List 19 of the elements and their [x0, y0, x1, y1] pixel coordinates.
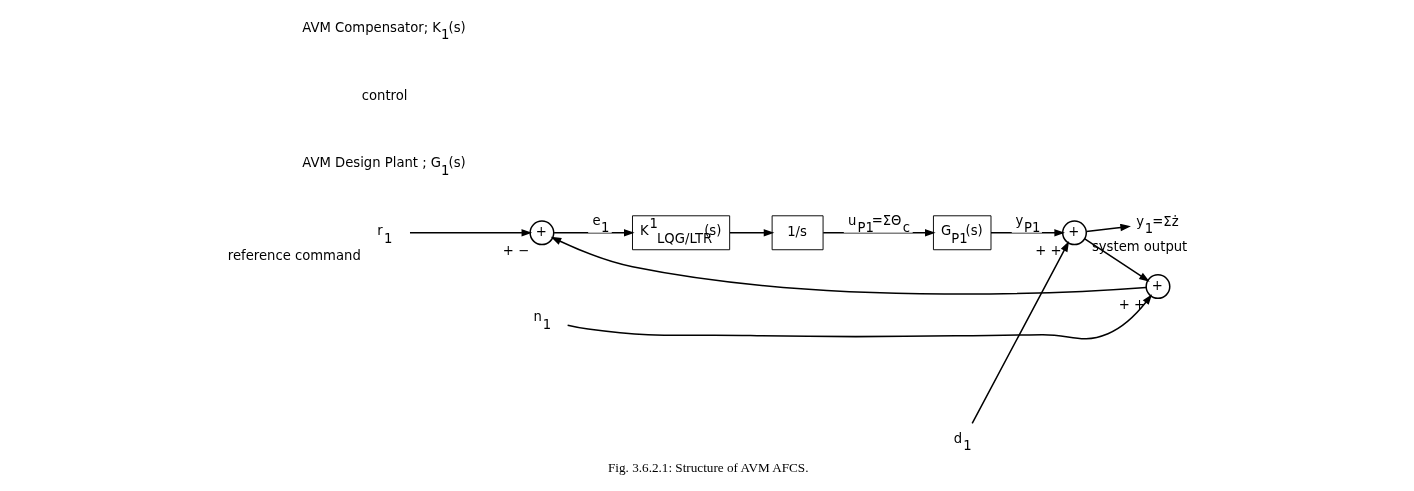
node-label: reference command — [227, 248, 361, 264]
node-box: 1/s — [771, 215, 824, 251]
node-label: + + — [1118, 296, 1145, 312]
arrow — [970, 241, 1069, 425]
node-circle: + — [1144, 274, 1171, 300]
node-circle: + — [528, 220, 554, 246]
caption: Fig. 3.6.2.1: Structure of AVM AFCS. — [607, 459, 808, 475]
label: control — [361, 88, 407, 104]
arrow — [566, 294, 1152, 340]
arrow — [1085, 223, 1131, 233]
node-label: + + — [1034, 243, 1062, 259]
node-circle: + — [1061, 220, 1087, 246]
node-label: + − — [502, 243, 529, 259]
arrow — [550, 236, 1147, 295]
arrow — [989, 229, 1065, 237]
arrow — [552, 229, 635, 237]
arrow — [822, 229, 936, 237]
arrow — [408, 229, 532, 237]
arrow — [728, 229, 774, 237]
